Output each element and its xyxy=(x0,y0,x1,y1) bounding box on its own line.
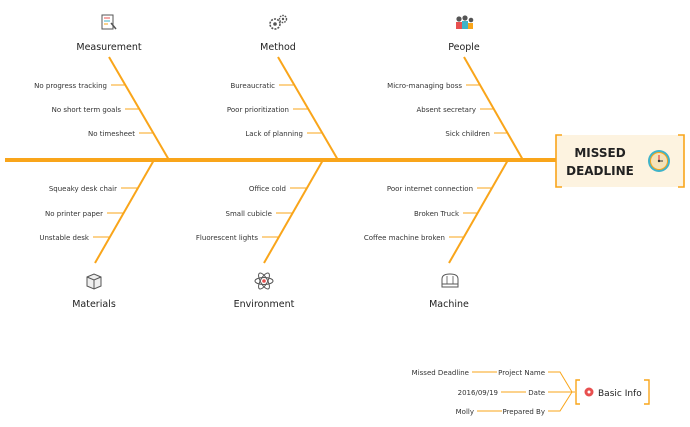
info-dot-icon xyxy=(584,387,594,397)
cause-label[interactable]: Sick children xyxy=(445,130,490,138)
cause-label[interactable]: Bureaucratic xyxy=(230,82,275,90)
basic-info-panel[interactable]: Missed Deadline Project Name 2016/09/19 … xyxy=(412,369,650,416)
cause-label[interactable]: Squeaky desk chair xyxy=(49,185,117,193)
bone-environment xyxy=(263,159,324,264)
category-label-method: Method xyxy=(260,42,296,53)
machine-icon xyxy=(441,273,459,288)
bone-machine xyxy=(448,159,509,264)
gears-icon xyxy=(269,14,288,30)
box-icon xyxy=(86,273,102,290)
category-label-people: People xyxy=(448,42,480,53)
cause-label[interactable]: Lack of planning xyxy=(245,130,303,138)
people-icon xyxy=(456,15,474,29)
cause-label[interactable]: No short term goals xyxy=(52,106,122,114)
cause-label[interactable]: Poor prioritization xyxy=(227,106,289,114)
cause-label[interactable]: No timesheet xyxy=(88,130,135,138)
cause-label[interactable]: Poor internet connection xyxy=(387,185,473,193)
cause-label[interactable]: No printer paper xyxy=(45,210,103,218)
cause-label[interactable]: Broken Truck xyxy=(414,210,460,218)
info-value-prepared-by: Molly xyxy=(456,408,474,416)
basic-info-title: Basic Info xyxy=(598,389,642,399)
cause-label[interactable]: Fluorescent lights xyxy=(196,234,258,242)
info-label-prepared-by: Prepared By xyxy=(502,408,545,416)
checklist-icon xyxy=(101,14,117,30)
head-title-line2: DEADLINE xyxy=(566,164,634,178)
category-label-materials: Materials xyxy=(72,299,116,310)
clock-icon xyxy=(648,150,670,172)
atom-icon xyxy=(254,272,274,290)
cause-label[interactable]: Unstable desk xyxy=(39,234,90,242)
head-title-line1: MISSED xyxy=(574,146,625,160)
cause-label[interactable]: No progress tracking xyxy=(34,82,107,90)
cause-label[interactable]: Absent secretary xyxy=(417,106,476,114)
cause-label[interactable]: Micro-managing boss xyxy=(387,82,462,90)
cause-label[interactable]: Office cold xyxy=(249,185,286,193)
head-box[interactable]: MISSED DEADLINE xyxy=(555,134,685,188)
info-label-project-name: Project Name xyxy=(498,369,545,377)
category-label-machine: Machine xyxy=(429,299,469,310)
info-value-date: 2016/09/19 xyxy=(458,389,498,397)
bone-materials xyxy=(94,159,155,264)
category-label-measurement: Measurement xyxy=(76,42,141,53)
info-label-date: Date xyxy=(528,389,545,397)
category-label-environment: Environment xyxy=(234,299,295,310)
cause-label[interactable]: Small cubicle xyxy=(226,210,272,218)
cause-label[interactable]: Coffee machine broken xyxy=(364,234,445,242)
info-value-project-name: Missed Deadline xyxy=(412,369,469,377)
